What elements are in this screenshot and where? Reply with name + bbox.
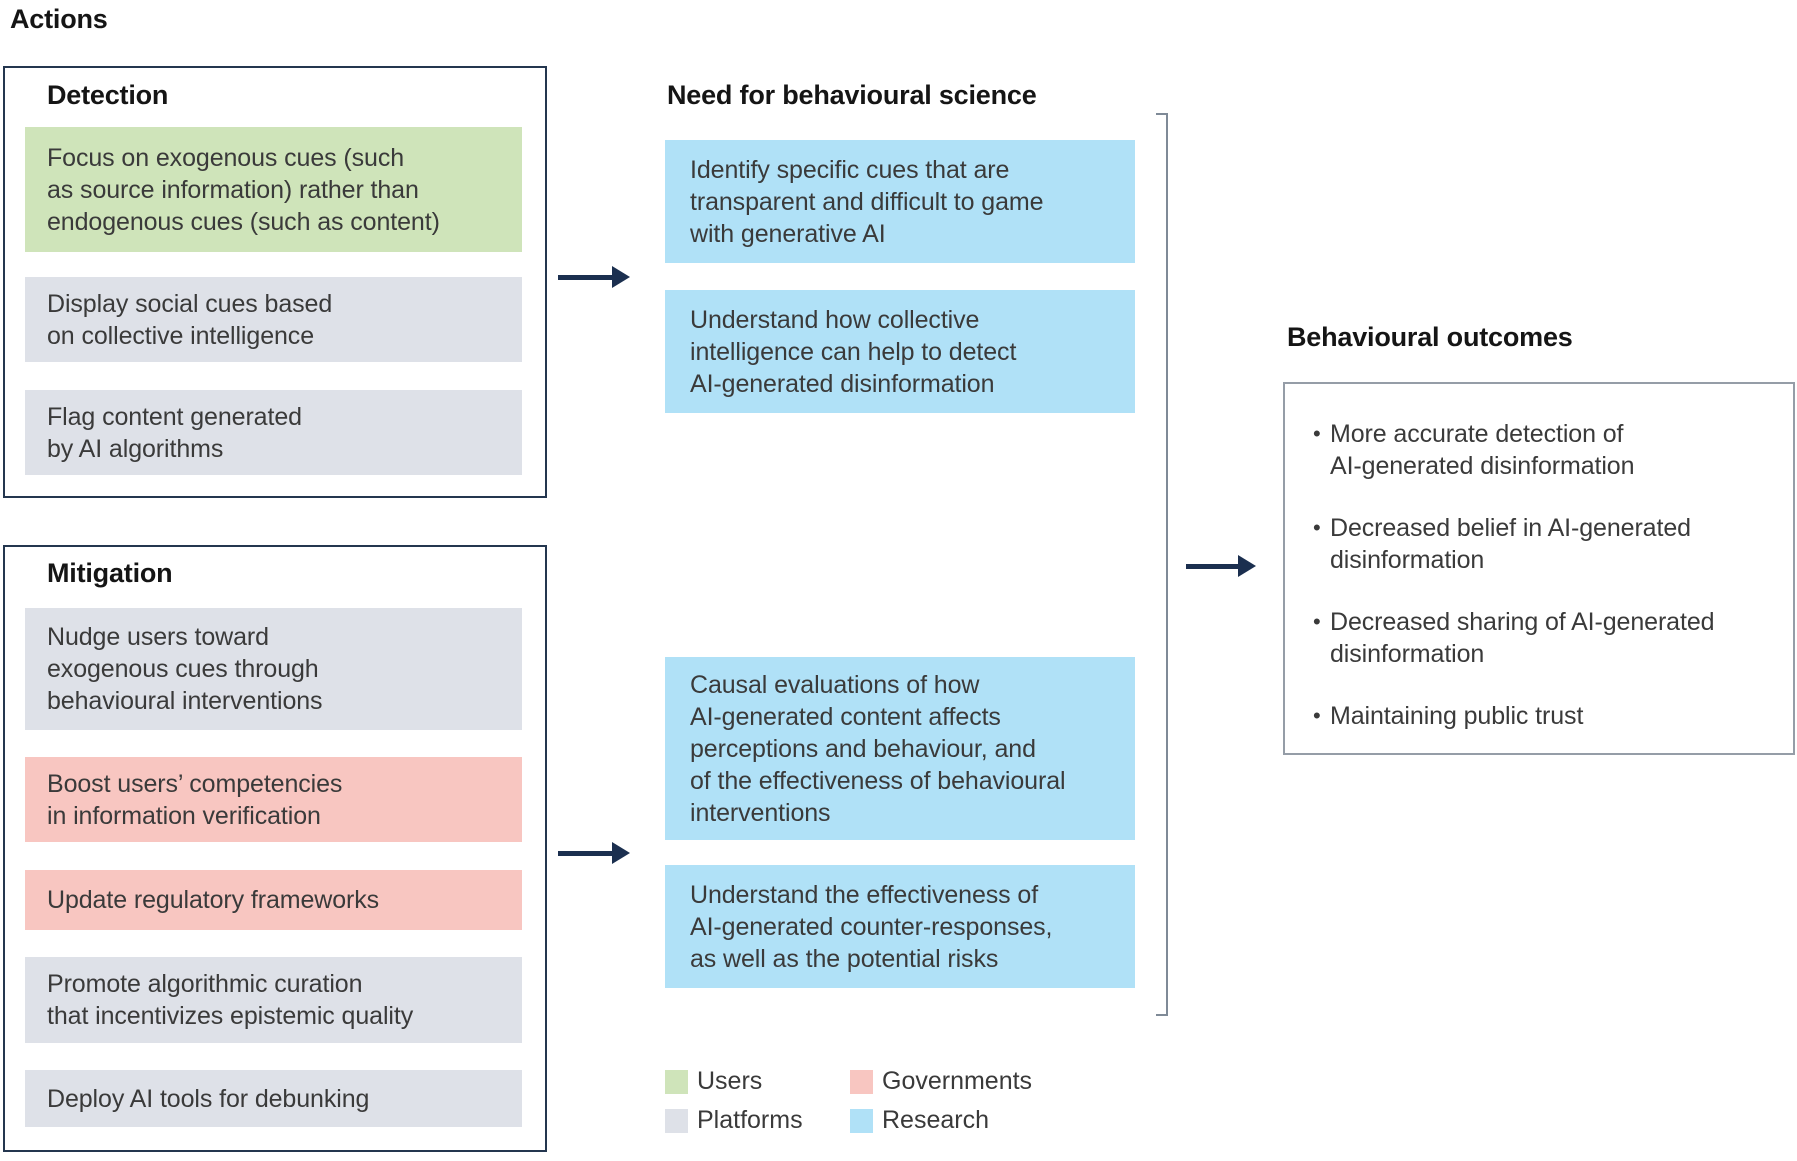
science-box-counter-responses: Understand the effectiveness of AI-gener… — [665, 865, 1135, 988]
legend-item-platforms: Platforms — [665, 1106, 850, 1135]
governments-swatch — [850, 1069, 873, 1094]
science-box-text: Causal evaluations of how AI-generated c… — [690, 670, 1066, 827]
legend: Users Governments Platforms Research — [665, 1062, 1032, 1140]
actions-title: Actions — [10, 4, 108, 34]
arrow-head — [612, 266, 630, 288]
arrow-head — [1238, 555, 1256, 577]
detection-item-text: Focus on exogenous cues (such as source … — [47, 143, 440, 236]
detection-item-text: Display social cues based on collective … — [47, 289, 333, 350]
detection-item-text: Flag content generated by AI algorithms — [47, 402, 302, 463]
arrow-head — [612, 842, 630, 864]
arrow-shaft — [558, 850, 614, 856]
legend-label: Platforms — [697, 1106, 803, 1134]
outcomes-heading: Behavioural outcomes — [1287, 322, 1573, 352]
outcome-bullet-detection: More accurate detection of AI-generated … — [1313, 418, 1783, 482]
outcome-bullet-trust: Maintaining public trust — [1313, 700, 1783, 732]
science-box-identify-cues: Identify specific cues that are transpar… — [665, 140, 1135, 263]
outcomes-box: More accurate detection of AI-generated … — [1283, 382, 1795, 755]
legend-label: Governments — [882, 1067, 1033, 1095]
mitigation-item-nudge: Nudge users toward exogenous cues throug… — [25, 608, 522, 730]
mitigation-item-text: Deploy AI tools for debunking — [47, 1084, 370, 1113]
legend-item-governments: Governments — [850, 1067, 1032, 1096]
legend-item-users: Users — [665, 1067, 850, 1096]
science-box-text: Understand how collective intelligence c… — [690, 305, 1017, 398]
users-swatch — [665, 1069, 688, 1094]
science-group-bracket — [1156, 113, 1168, 1016]
legend-label: Users — [697, 1067, 763, 1095]
arrow-shaft — [1186, 563, 1240, 569]
detection-item-social-cues: Display social cues based on collective … — [25, 277, 522, 362]
mitigation-item-text: Boost users’ competencies in information… — [47, 769, 343, 830]
mitigation-item-regulatory: Update regulatory frameworks — [25, 870, 522, 930]
detection-heading: Detection — [47, 80, 169, 110]
arrow-detection-to-science — [558, 266, 630, 288]
detection-item-flag-content: Flag content generated by AI algorithms — [25, 390, 522, 475]
science-heading: Need for behavioural science — [667, 80, 1037, 110]
legend-item-research: Research — [850, 1106, 1032, 1135]
science-box-text: Understand the effectiveness of AI-gener… — [690, 880, 1053, 973]
arrow-mitigation-to-science — [558, 842, 630, 864]
mitigation-item-text: Promote algorithmic curation that incent… — [47, 970, 414, 1030]
legend-label: Research — [882, 1106, 989, 1134]
detection-item-exogenous-cues: Focus on exogenous cues (such as source … — [25, 127, 522, 252]
mitigation-item-text: Update regulatory frameworks — [47, 886, 380, 914]
arrow-shaft — [558, 274, 614, 280]
mitigation-item-curation: Promote algorithmic curation that incent… — [25, 957, 522, 1043]
science-box-collective-intelligence: Understand how collective intelligence c… — [665, 290, 1135, 413]
outcome-bullet-belief: Decreased belief in AI-generated disinfo… — [1313, 512, 1783, 576]
research-swatch — [850, 1108, 873, 1133]
science-box-causal-evaluations: Causal evaluations of how AI-generated c… — [665, 657, 1135, 840]
mitigation-item-boost: Boost users’ competencies in information… — [25, 757, 522, 842]
mitigation-heading: Mitigation — [47, 558, 173, 588]
outcome-bullet-sharing: Decreased sharing of AI-generated disinf… — [1313, 606, 1783, 670]
mitigation-item-text: Nudge users toward exogenous cues throug… — [47, 623, 323, 715]
platforms-swatch — [665, 1108, 688, 1133]
mitigation-item-debunking: Deploy AI tools for debunking — [25, 1070, 522, 1127]
science-box-text: Identify specific cues that are transpar… — [690, 155, 1044, 248]
arrow-science-to-outcomes — [1186, 555, 1256, 577]
